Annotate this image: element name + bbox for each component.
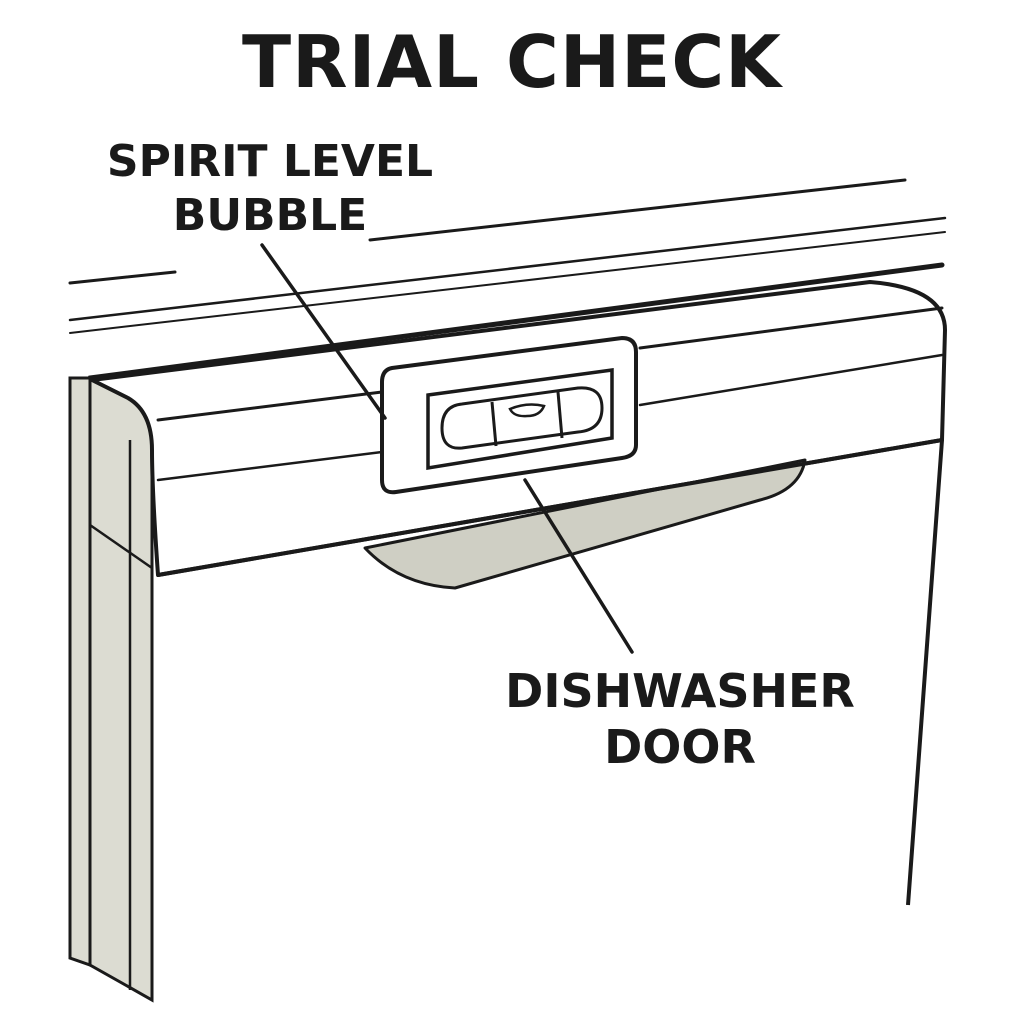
- countertop-line-mid2: [69, 231, 946, 334]
- countertop: [68, 178, 947, 381]
- diagram-title: TRIAL CHECK: [242, 20, 782, 104]
- countertop-line-back: [368, 178, 907, 242]
- dishwasher-door-label-line1: DISHWASHER: [505, 664, 855, 718]
- spirit-level-label-line1: SPIRIT LEVEL: [106, 136, 434, 187]
- spirit-level-frame: [426, 367, 614, 471]
- countertop-line-mid: [68, 216, 947, 322]
- side-panel-face: [88, 375, 154, 1003]
- side-panel-seam: [89, 523, 153, 570]
- panel-line-upper: [156, 390, 384, 422]
- handle-recess: [363, 458, 807, 590]
- spirit-level-leader-line: [260, 243, 387, 420]
- door-leader-line: [523, 478, 634, 654]
- countertop-line-left: [68, 270, 177, 285]
- countertop-front-edge: [87, 262, 945, 381]
- cabinet-side-panel: [68, 375, 154, 1003]
- vial-mark-right: [556, 391, 564, 439]
- dishwasher-door-label-line2: DOOR: [604, 720, 756, 774]
- panel-line-upper-right: [638, 306, 944, 350]
- panel-line-lower: [156, 450, 384, 482]
- door-body: [157, 438, 944, 906]
- side-panel-outer: [68, 376, 92, 968]
- vial-mark-left: [490, 401, 498, 447]
- door-panel-lines: [156, 306, 944, 482]
- spirit-level: [380, 335, 638, 495]
- panel-line-lower-right: [638, 353, 944, 407]
- spirit-level-label-line2: BUBBLE: [172, 190, 368, 241]
- bubble-icon: [508, 403, 546, 418]
